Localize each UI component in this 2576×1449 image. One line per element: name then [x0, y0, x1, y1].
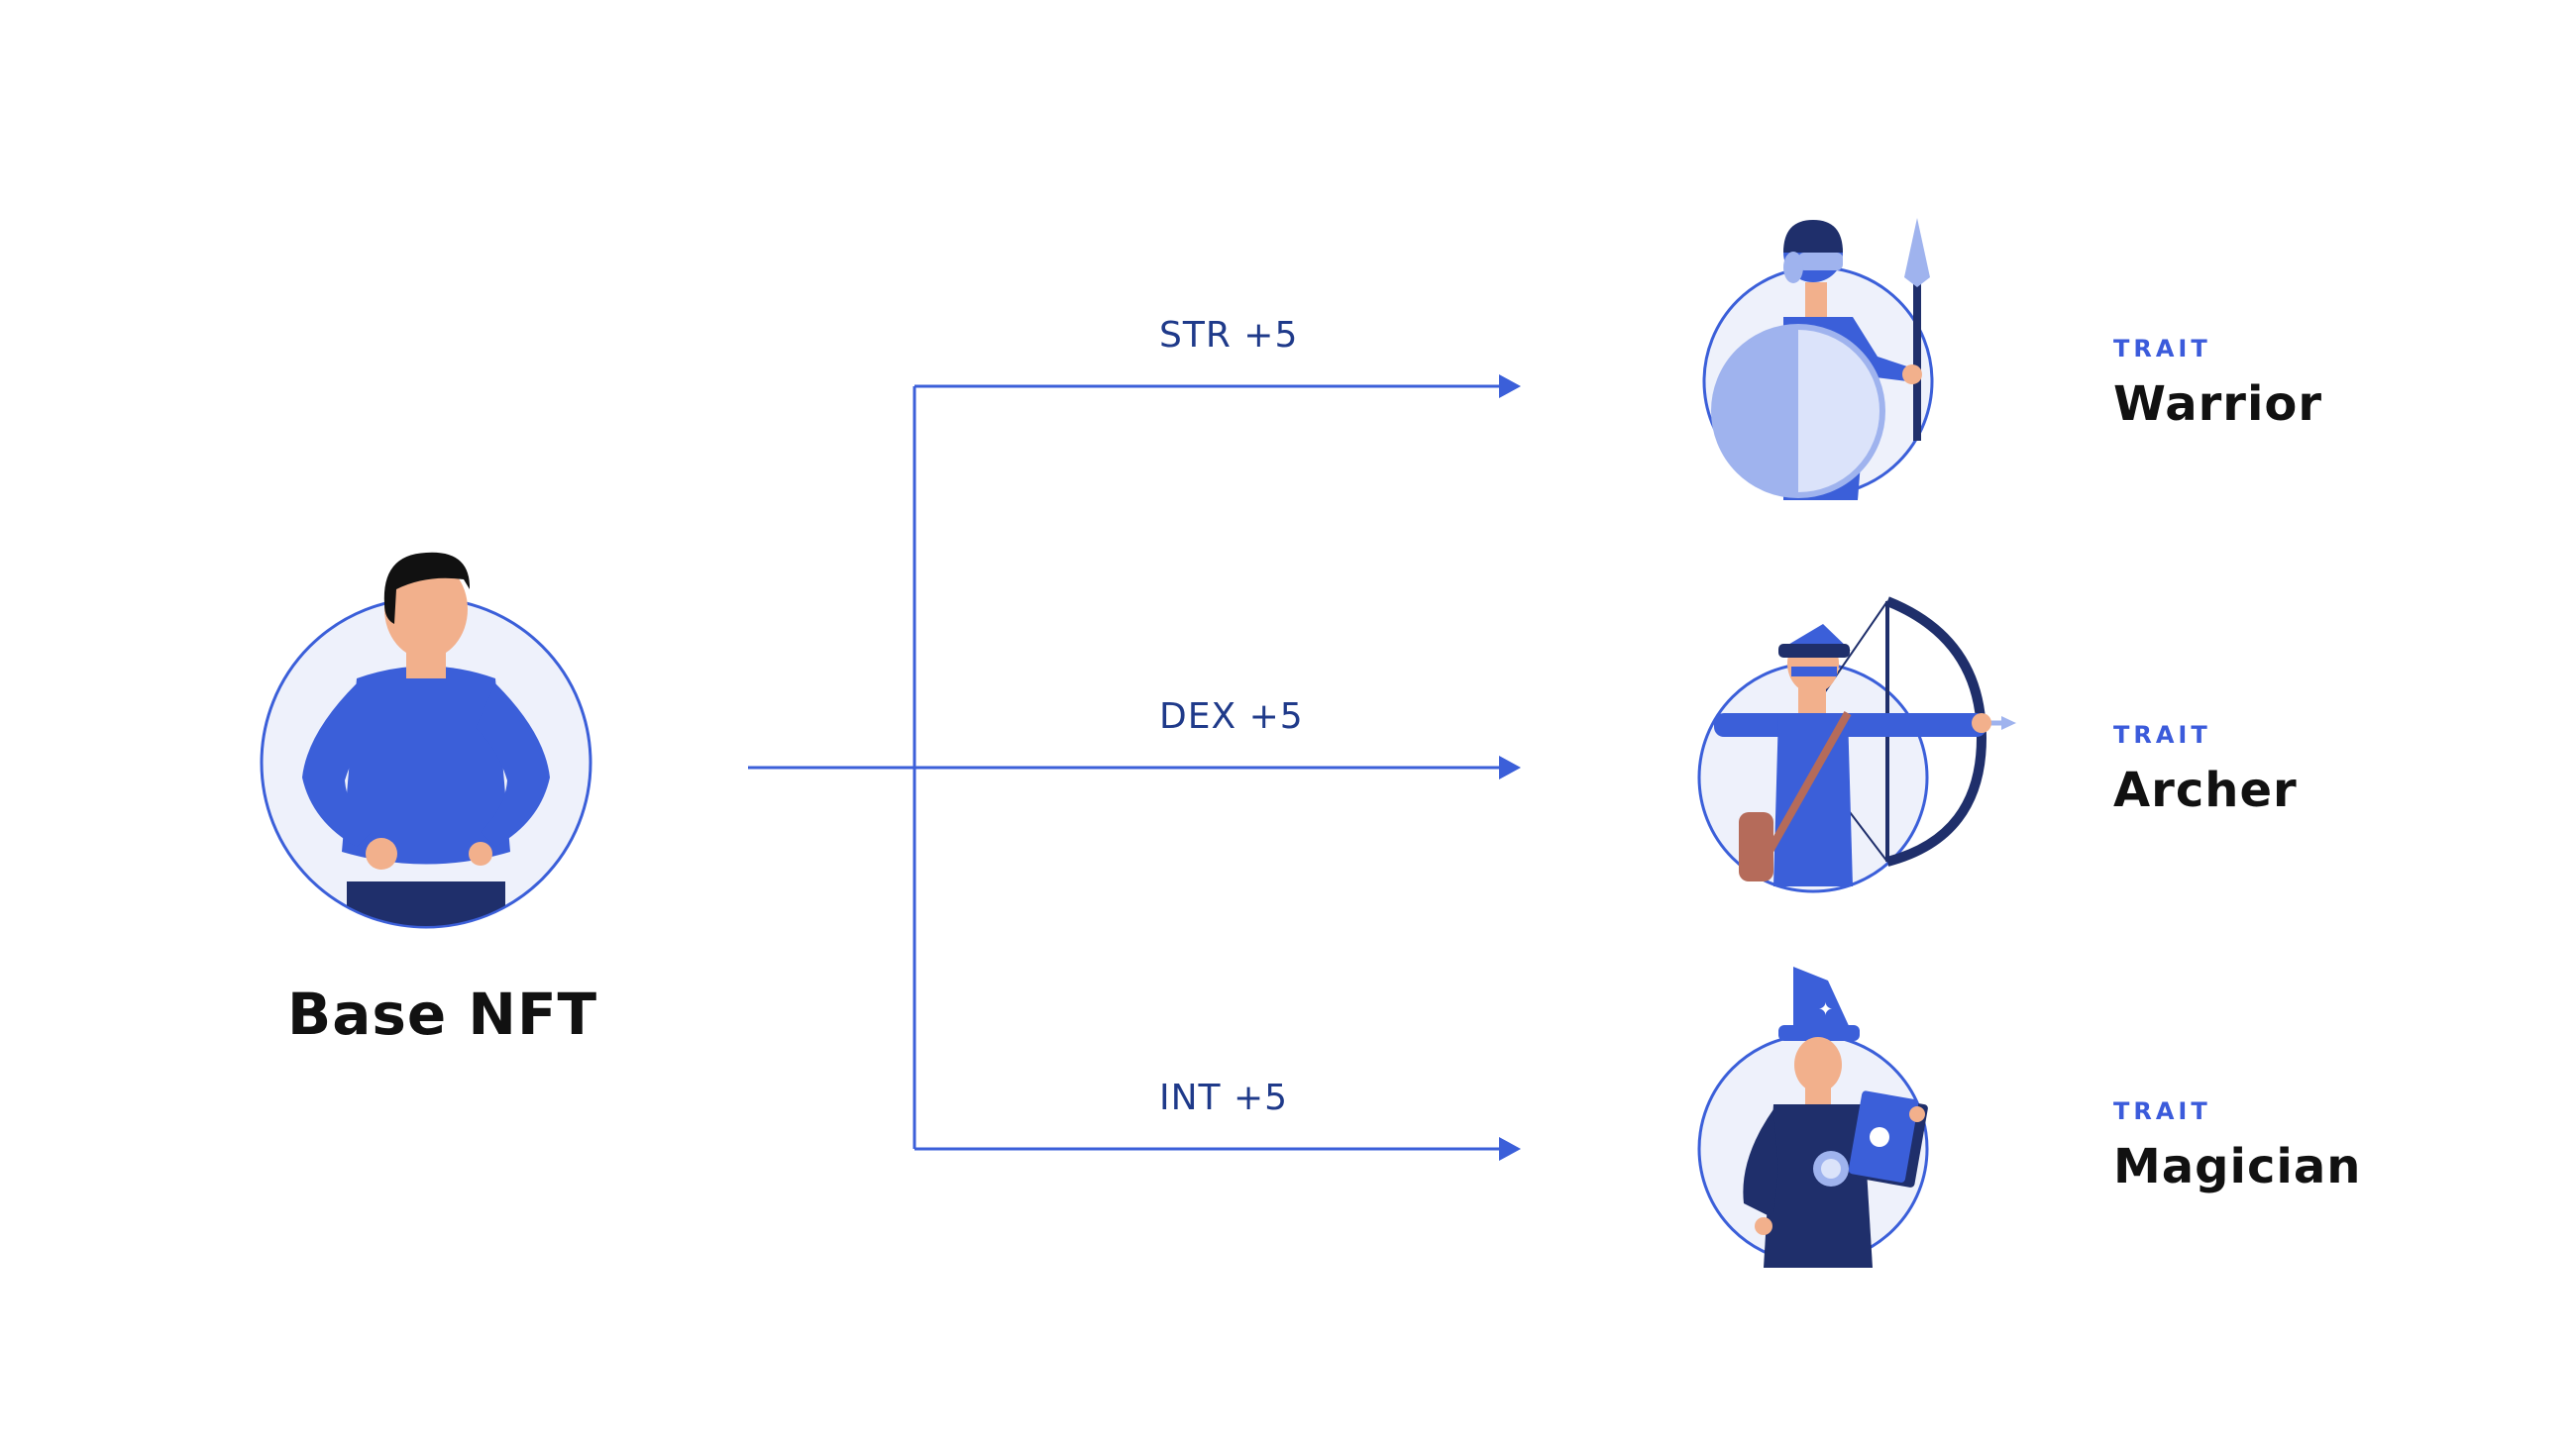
arrowhead-dex [1499, 756, 1521, 779]
archer-avatar [1697, 596, 2016, 893]
trait-tag-warrior: TRAIT [2113, 335, 2211, 362]
base-nft-label: Base NFT [287, 981, 598, 1048]
trait-tag-archer: TRAIT [2113, 721, 2211, 749]
stat-label-dex: DEX +5 [1159, 696, 1304, 737]
stat-label-str: STR +5 [1159, 315, 1299, 356]
arrowhead-str [1499, 374, 1521, 398]
stat-label-int: INT +5 [1159, 1078, 1289, 1118]
trait-name-archer: Archer [2113, 763, 2298, 818]
svg-text:✦: ✦ [1818, 999, 1833, 1020]
arrowhead-int [1499, 1137, 1521, 1161]
trait-name-warrior: Warrior [2113, 376, 2323, 432]
warrior-avatar [1702, 218, 1934, 500]
base-nft-avatar [260, 552, 592, 929]
trait-name-magician: Magician [2113, 1139, 2362, 1194]
trait-tag-magician: TRAIT [2113, 1097, 2211, 1125]
magician-avatar: ✦ [1697, 967, 1929, 1268]
